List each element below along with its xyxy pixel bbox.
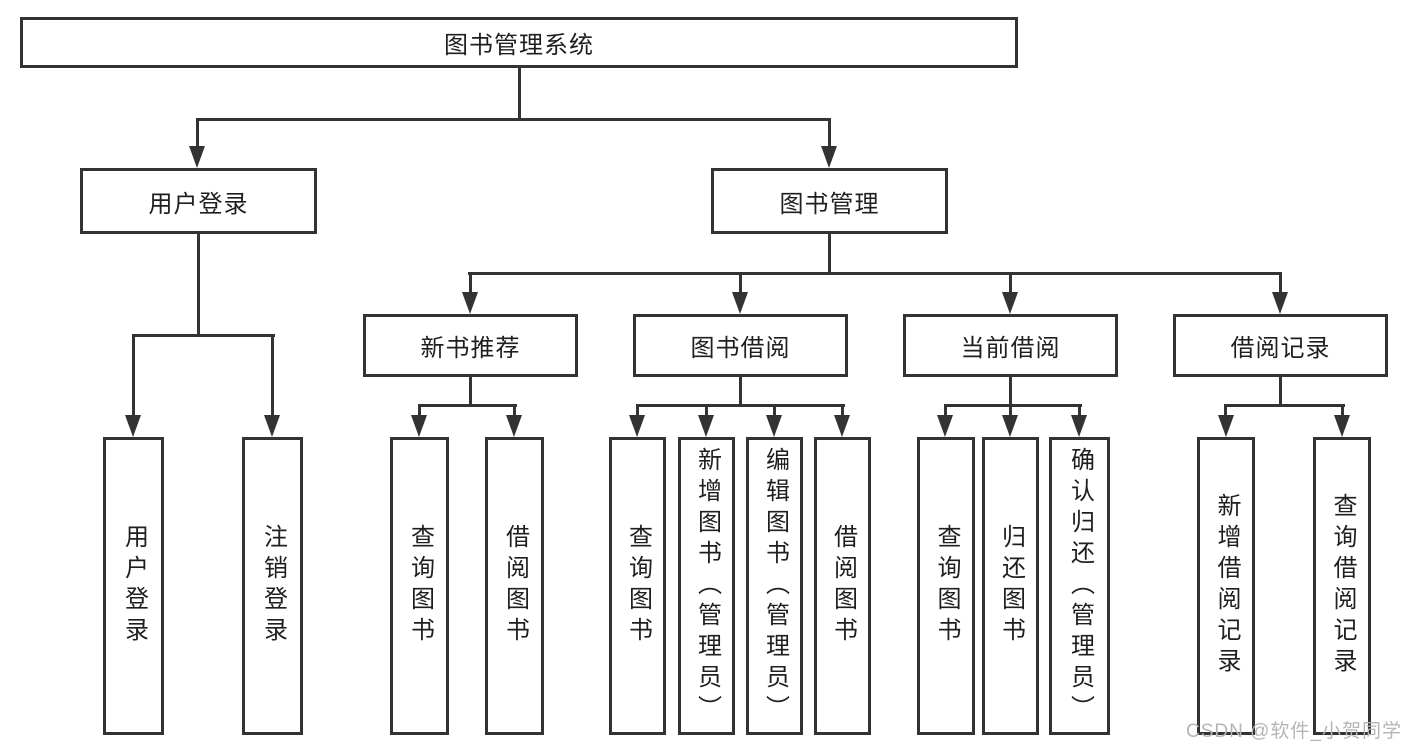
leaf-add-book-admin: 新增图书（管理员） [678, 437, 735, 735]
csdn-watermark: CSDN @软件_小贺同学 [1186, 721, 1402, 742]
arrowhead-down-icon [732, 292, 748, 314]
leaf-borrow-books-recommend: 借阅图书 [485, 437, 544, 735]
leaf-label: 新增图书（管理员） [693, 446, 721, 726]
node-label: 图书管理系统 [444, 32, 594, 59]
connector-line [739, 272, 742, 296]
connector-line [132, 334, 275, 337]
leaf-label: 编辑图书（管理员） [761, 446, 789, 726]
leaf-borrow-books: 借阅图书 [814, 437, 871, 735]
arrowhead-down-icon [125, 415, 141, 437]
leaf-query-borrow-record: 查询借阅记录 [1313, 437, 1371, 735]
leaf-logout: 注销登录 [242, 437, 303, 735]
leaf-add-borrow-record: 新增借阅记录 [1197, 437, 1255, 735]
connector-line [1341, 404, 1344, 419]
node-label: 当前借阅 [960, 335, 1061, 362]
connector-line [197, 234, 200, 336]
connector-line [196, 118, 831, 121]
connector-line [944, 404, 947, 419]
leaf-return-book: 归还图书 [982, 437, 1039, 735]
connector-line [705, 404, 708, 419]
leaf-query-books-current: 查询图书 [917, 437, 975, 735]
arrowhead-down-icon [698, 415, 714, 437]
arrowhead-down-icon [1071, 415, 1087, 437]
leaf-label: 查询借阅记录 [1329, 493, 1356, 679]
connector-line [468, 272, 1282, 275]
arrowhead-down-icon [189, 146, 205, 168]
node-book-management: 图书管理 [711, 168, 948, 234]
node-label: 图书管理 [779, 190, 880, 218]
node-borrow-records: 借阅记录 [1173, 314, 1388, 377]
connector-line [1078, 404, 1081, 419]
leaf-label: 确认归还（管理员） [1066, 446, 1094, 726]
arrowhead-down-icon [834, 415, 850, 437]
connector-line [1009, 377, 1012, 407]
connector-line [636, 404, 845, 407]
node-book-borrow: 图书借阅 [633, 314, 848, 377]
connector-line [518, 68, 521, 121]
leaf-query-books-recommend: 查询图书 [390, 437, 449, 735]
leaf-label: 用户登录 [120, 524, 148, 648]
leaf-label: 归还图书 [997, 524, 1025, 648]
node-label: 用户登录 [148, 190, 249, 218]
connector-line [1224, 404, 1227, 419]
connector-line [513, 404, 516, 419]
connector-line [418, 404, 517, 407]
leaf-edit-book-admin: 编辑图书（管理员） [746, 437, 803, 735]
connector-line [841, 404, 844, 419]
connector-line [418, 404, 421, 419]
arrowhead-down-icon [1334, 415, 1350, 437]
connector-line [773, 404, 776, 419]
arrowhead-down-icon [264, 415, 280, 437]
arrowhead-down-icon [1218, 415, 1234, 437]
leaf-label: 借阅图书 [501, 524, 529, 648]
connector-line [469, 272, 472, 296]
node-new-book-recommend: 新书推荐 [363, 314, 578, 377]
arrowhead-down-icon [462, 292, 478, 314]
arrowhead-down-icon [411, 415, 427, 437]
connector-line [1279, 377, 1282, 407]
arrowhead-down-icon [821, 146, 837, 168]
connector-line [132, 334, 135, 420]
leaf-label: 新增借阅记录 [1213, 493, 1240, 679]
leaf-label: 注销登录 [259, 524, 287, 648]
arrowhead-down-icon [1002, 415, 1018, 437]
connector-line [944, 404, 1082, 407]
connector-line [739, 377, 742, 407]
arrowhead-down-icon [629, 415, 645, 437]
node-label: 新书推荐 [420, 335, 521, 362]
leaf-label: 查询图书 [624, 524, 652, 648]
leaf-confirm-return-admin: 确认归还（管理员） [1049, 437, 1110, 735]
connector-line [1009, 272, 1012, 296]
leaf-label: 查询图书 [406, 524, 434, 648]
node-user-login: 用户登录 [80, 168, 317, 234]
connector-line [469, 377, 472, 407]
arrowhead-down-icon [1272, 292, 1288, 314]
node-label: 借阅记录 [1230, 335, 1331, 362]
connector-line [1224, 404, 1345, 407]
arrowhead-down-icon [766, 415, 782, 437]
connector-line [1279, 272, 1282, 296]
connector-line [636, 404, 639, 419]
node-current-borrow: 当前借阅 [903, 314, 1118, 377]
node-label: 图书借阅 [690, 335, 791, 362]
connector-line [1009, 404, 1012, 419]
connector-line [828, 118, 831, 150]
arrowhead-down-icon [1002, 292, 1018, 314]
leaf-query-books-borrow: 查询图书 [609, 437, 666, 735]
arrowhead-down-icon [506, 415, 522, 437]
leaf-label: 查询图书 [933, 524, 960, 648]
leaf-user-login: 用户登录 [103, 437, 164, 735]
leaf-label: 借阅图书 [829, 524, 857, 648]
connector-line [828, 234, 831, 275]
node-root-library-system: 图书管理系统 [20, 17, 1018, 68]
connector-line [271, 334, 274, 420]
connector-line [196, 118, 199, 150]
arrowhead-down-icon [937, 415, 953, 437]
